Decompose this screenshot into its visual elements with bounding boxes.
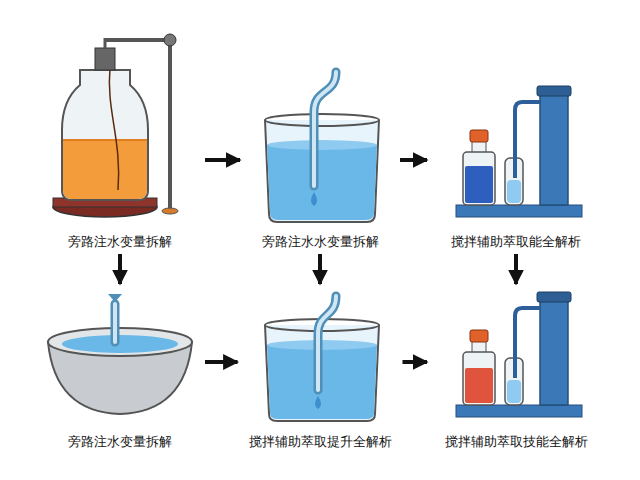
process-panel: 搅拌辅助萃取能全解析	[432, 35, 600, 250]
process-panel: 搅拌辅助萃取提升全解析	[243, 288, 398, 450]
step-caption: 旁路注水变量拆解	[66, 434, 174, 450]
beaker-illustration	[265, 72, 379, 222]
bowl-illustration	[48, 294, 192, 414]
beaker-illustration	[265, 296, 379, 421]
flow-arrow	[403, 360, 428, 364]
process-panel: 旁路注水变量拆解	[40, 288, 200, 450]
extraction-setup	[456, 292, 582, 417]
flow-arrow	[118, 254, 122, 284]
extraction-setup	[456, 86, 582, 217]
process-panel: 旁路注水变量拆解	[40, 35, 200, 250]
step-caption: 搅拌辅助萃取技能全解析	[443, 434, 590, 450]
flow-arrow	[205, 158, 240, 162]
step-caption: 旁路注水变量拆解	[66, 234, 174, 250]
flask-illustration	[53, 34, 178, 217]
process-panel: 旁路注水水变量拆解	[245, 35, 395, 250]
flow-arrow	[205, 360, 238, 364]
flow-arrow	[514, 254, 518, 284]
flow-arrow	[318, 254, 322, 284]
step-caption: 搅拌辅助萃取能全解析	[449, 234, 583, 250]
step-caption: 旁路注水水变量拆解	[260, 234, 381, 250]
process-panel: 搅拌辅助萃取技能全解析	[432, 288, 600, 450]
flow-arrow	[400, 158, 427, 162]
step-caption: 搅拌辅助萃取提升全解析	[247, 434, 394, 450]
